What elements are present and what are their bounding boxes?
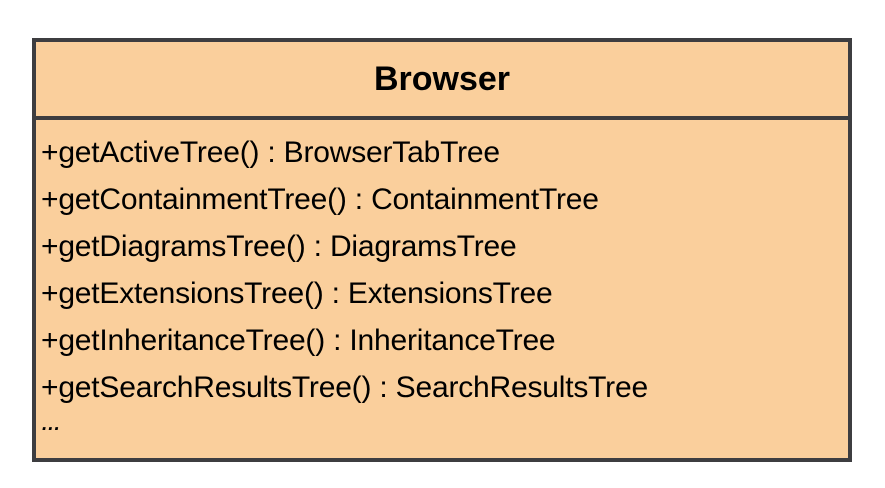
uml-operation: +getExtensionsTree() : ExtensionsTree — [41, 277, 553, 310]
uml-class-operations-compartment: +getActiveTree() : BrowserTabTree +getCo… — [36, 120, 848, 458]
uml-operation: +getContainmentTree() : ContainmentTree — [41, 183, 599, 216]
uml-class-browser[interactable]: Browser +getActiveTree() : BrowserTabTre… — [32, 38, 852, 462]
uml-operations-continuation: ... — [42, 414, 61, 435]
uml-class-name: Browser — [373, 60, 511, 98]
uml-operation: +getInheritanceTree() : InheritanceTree — [41, 324, 556, 357]
uml-operation: +getDiagramsTree() : DiagramsTree — [41, 230, 517, 263]
uml-operation: +getActiveTree() : BrowserTabTree — [41, 136, 500, 169]
uml-operation: +getSearchResultsTree() : SearchResultsT… — [41, 371, 648, 404]
uml-class-title-compartment: Browser — [36, 42, 848, 120]
